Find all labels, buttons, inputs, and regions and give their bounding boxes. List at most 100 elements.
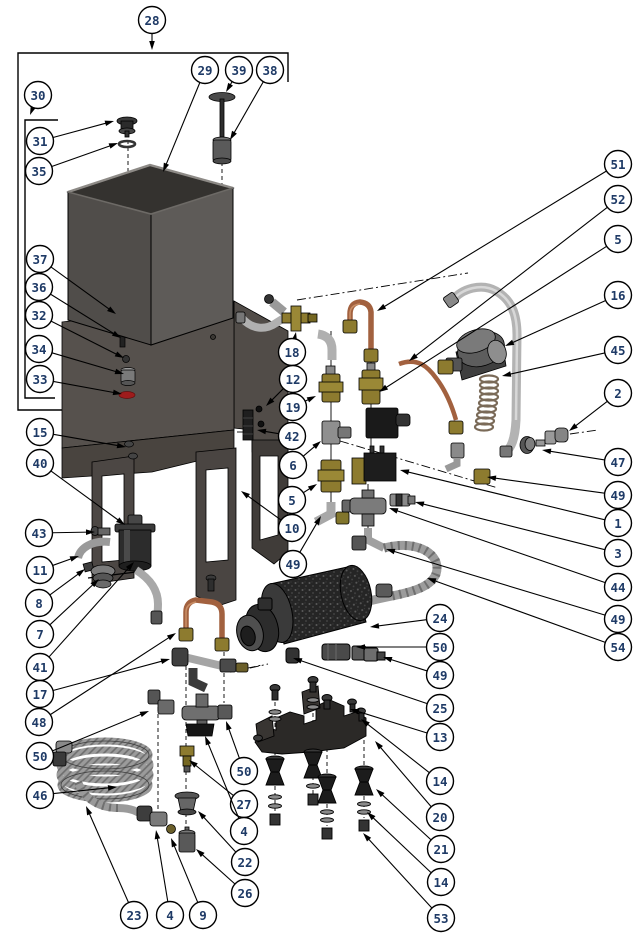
sensor-bracket xyxy=(242,405,265,441)
callout-23: 23 xyxy=(86,806,149,930)
callout-balloon xyxy=(603,149,633,179)
callout-20: 20 xyxy=(375,741,455,832)
brass-nut xyxy=(178,627,194,642)
callout-balloon xyxy=(277,513,307,543)
leader-arrow-icon xyxy=(266,397,275,406)
callout-balloon xyxy=(278,392,308,422)
callout-number: 10 xyxy=(284,521,299,536)
inlet-filter-assembly xyxy=(74,514,163,625)
frame-hole xyxy=(210,334,216,340)
callout-number: 45 xyxy=(610,343,625,358)
right-valve-stack xyxy=(341,299,442,613)
callout-8: 8 xyxy=(24,569,85,618)
callout-number: 3 xyxy=(614,546,622,561)
leader-arrow-icon xyxy=(427,578,437,584)
construction-line xyxy=(296,272,469,301)
callout-balloon xyxy=(426,834,456,864)
callout-29: 29 xyxy=(163,55,220,172)
leader-arrow-icon xyxy=(389,508,399,514)
callout-number: 54 xyxy=(610,640,625,655)
callout-41: 41 xyxy=(25,562,134,682)
callout-45: 45 xyxy=(502,335,633,377)
leader-arrow-icon xyxy=(377,303,387,311)
leader-arrow-icon xyxy=(116,517,125,525)
construction-line xyxy=(339,440,499,489)
callout-number: 14 xyxy=(433,875,448,890)
callout-15: 15 xyxy=(25,417,126,449)
callout-balloon xyxy=(188,900,218,930)
callout-28: 28 xyxy=(137,5,167,50)
callout-number: 7 xyxy=(36,627,44,642)
tee-fitting xyxy=(349,497,387,515)
callout-number: 49 xyxy=(610,612,625,627)
expansion-spring xyxy=(473,374,500,432)
callout-31: 31 xyxy=(25,120,114,156)
callout-number: 15 xyxy=(32,425,47,440)
callout-balloon xyxy=(119,900,149,930)
callout-balloon xyxy=(230,878,260,908)
callout-balloon xyxy=(24,707,54,737)
callout-balloon xyxy=(25,780,55,810)
callout-9: 9 xyxy=(171,838,218,930)
leader-arrow-icon xyxy=(383,657,393,663)
callout-balloon xyxy=(24,272,54,302)
callout-number: 49 xyxy=(285,557,300,572)
elbow xyxy=(313,502,336,526)
callout-balloon xyxy=(278,364,308,394)
leader-arrow-icon xyxy=(76,569,85,577)
float-assembly xyxy=(208,92,236,165)
callout-balloon xyxy=(25,555,55,585)
callout-49: 49 xyxy=(487,475,633,510)
callout-balloon xyxy=(603,538,633,568)
leader-arrow-icon xyxy=(314,516,321,526)
callout-balloon xyxy=(603,224,633,254)
callout-48: 48 xyxy=(24,633,176,737)
callout-1: 1 xyxy=(400,469,633,538)
leader-arrow-icon xyxy=(196,849,205,858)
callout-number: 26 xyxy=(237,886,252,901)
leader-arrow-icon xyxy=(114,368,124,375)
callout-50: 50 xyxy=(25,711,149,771)
callout-number: 14 xyxy=(432,774,447,789)
leader-arrow-icon xyxy=(241,491,250,499)
leader-arrow-icon xyxy=(257,428,267,435)
tee-fitting xyxy=(181,705,221,721)
callout-14: 14 xyxy=(367,812,456,897)
callout-13: 13 xyxy=(350,709,455,752)
callout-number: 5 xyxy=(614,232,622,247)
center-valve-stack xyxy=(235,294,352,526)
callout-number: 11 xyxy=(32,563,47,578)
callout-4: 4 xyxy=(154,830,185,930)
leader-arrow-icon xyxy=(409,353,418,361)
callout-number: 23 xyxy=(126,908,141,923)
callout-number: 42 xyxy=(284,429,299,444)
leader-arrow-icon xyxy=(542,448,552,455)
callout-number: 53 xyxy=(433,911,448,926)
leader-arrow-icon xyxy=(386,548,396,555)
callout-50: 50 xyxy=(226,721,259,786)
callout-33: 33 xyxy=(25,364,122,396)
callout-number: 16 xyxy=(610,288,625,303)
leader-arrow-icon xyxy=(306,396,316,403)
callout-25: 25 xyxy=(293,658,455,723)
leader-arrow-icon xyxy=(108,143,118,149)
callout-number: 51 xyxy=(610,157,625,172)
callout-balloon xyxy=(25,619,55,649)
callout-number: 48 xyxy=(31,715,46,730)
callout-24: 24 xyxy=(370,603,455,633)
callout-40: 40 xyxy=(25,448,125,525)
callout-number: 49 xyxy=(610,488,625,503)
leader-arrow-icon xyxy=(154,830,161,840)
callout-balloon xyxy=(25,741,55,771)
leader-arrow-icon xyxy=(226,82,233,92)
callout-38: 38 xyxy=(230,55,285,140)
leader-arrow-icon xyxy=(487,475,497,481)
callout-4: 4 xyxy=(205,736,259,846)
callout-number: 50 xyxy=(32,749,47,764)
connector xyxy=(321,420,341,445)
callout-balloon xyxy=(603,604,633,634)
brass-nut xyxy=(473,468,491,485)
callout-balloon xyxy=(224,55,254,85)
elbow-fitting xyxy=(188,668,208,693)
